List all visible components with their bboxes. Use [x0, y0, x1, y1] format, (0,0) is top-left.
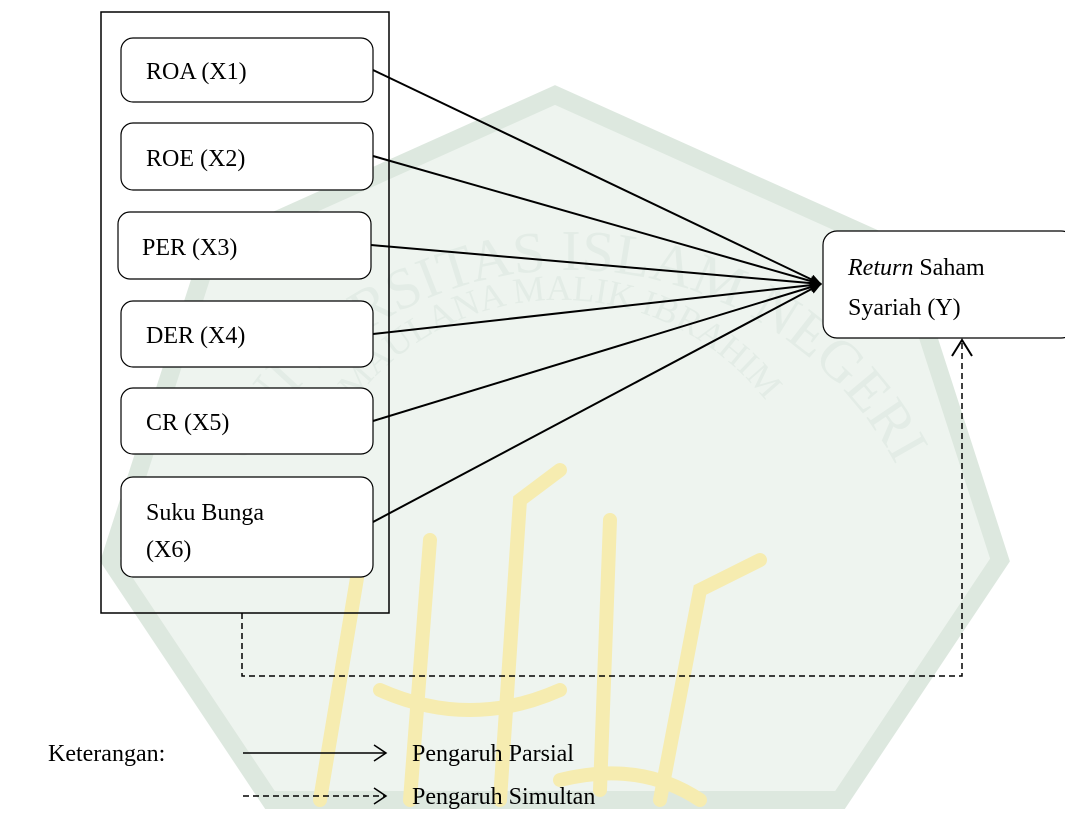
variable-label-suku-bunga-line2: (X6)	[146, 537, 191, 563]
arrow-der-to-y	[372, 280, 822, 335]
variable-box-per: PER (X3)	[117, 211, 372, 280]
legend: Keterangan: Pengaruh Parsial Pengaruh Si…	[48, 741, 595, 810]
watermark-calligraphy	[313, 463, 767, 807]
arrow-roa-to-y	[372, 69, 822, 285]
variable-label-per: PER (X3)	[142, 235, 237, 261]
dependent-variable-box: Return Saham Syariah (Y)	[822, 230, 1065, 339]
independent-variables-group	[100, 11, 390, 614]
arrow-per-to-y	[370, 244, 822, 289]
partial-effect-arrows	[370, 69, 822, 523]
variable-label-suku-bunga-line1: Suku Bunga	[146, 500, 264, 526]
legend-partial-label: Pengaruh Parsial	[412, 741, 574, 767]
variable-label-der: DER (X4)	[146, 323, 245, 349]
legend-title: Keterangan:	[48, 741, 165, 767]
variable-box-der: DER (X4)	[120, 300, 374, 368]
legend-simultaneous-label: Pengaruh Simultan	[412, 784, 595, 810]
arrow-roe-to-y	[372, 155, 822, 286]
legend-solid-arrow	[243, 744, 388, 762]
dependent-label-line1: Return Saham	[847, 255, 985, 281]
variable-box-roa: ROA (X1)	[120, 37, 374, 103]
dependent-label-line2: Syariah (Y)	[848, 295, 961, 321]
variable-box-roe: ROE (X2)	[120, 122, 374, 191]
variable-box-cr: CR (X5)	[120, 387, 374, 455]
legend-dashed-arrow	[243, 787, 388, 805]
variable-label-roe: ROE (X2)	[146, 146, 245, 172]
variable-box-suku-bunga: Suku Bunga (X6)	[120, 476, 374, 578]
arrow-suku-bunga-to-y	[372, 283, 822, 523]
arrow-cr-to-y	[372, 282, 822, 422]
simultaneous-effect-arrow	[241, 338, 973, 677]
variable-label-roa: ROA (X1)	[146, 59, 247, 85]
variable-label-cr: CR (X5)	[146, 410, 229, 436]
